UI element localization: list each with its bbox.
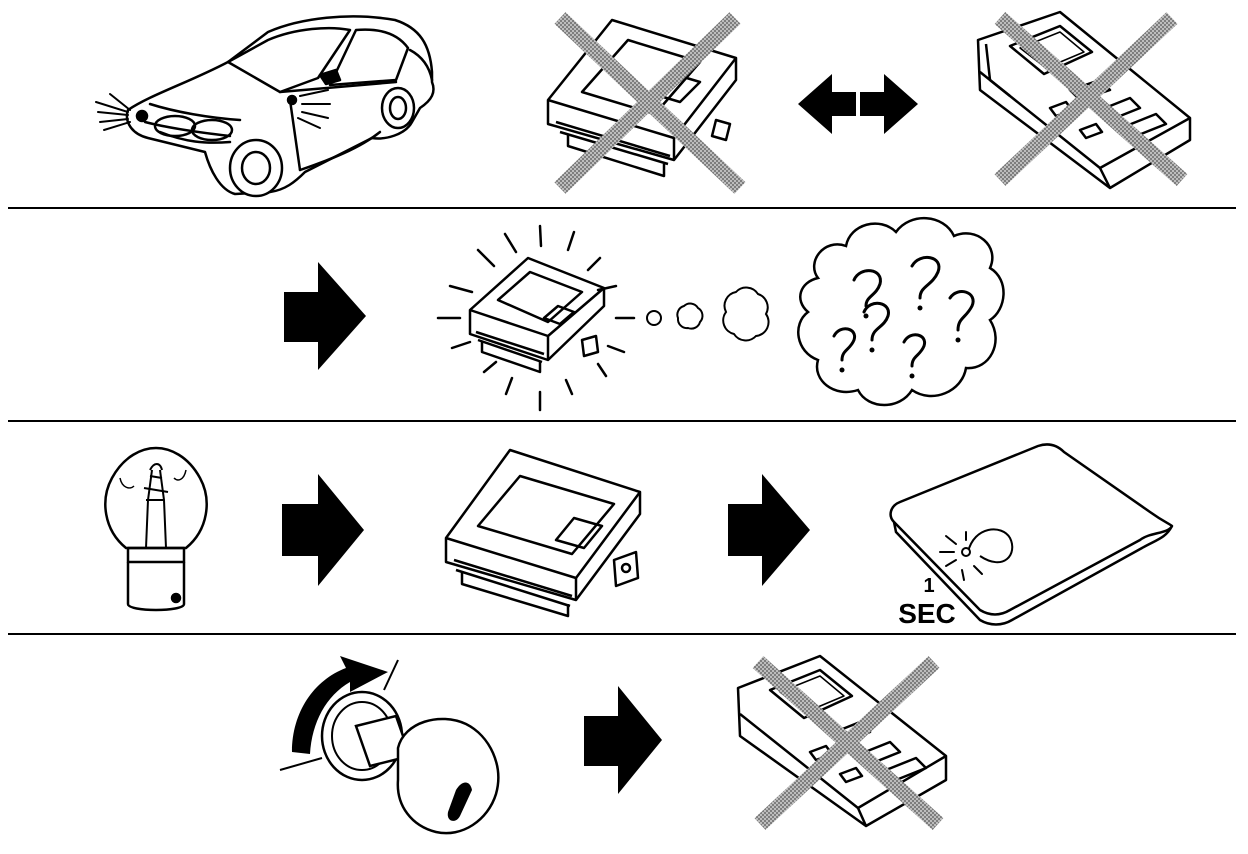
arrow-right-icon: [284, 262, 366, 370]
swap-arrows-icon: [798, 74, 918, 134]
control-unit-flashing-icon: [436, 224, 770, 412]
row-divider-3: [8, 633, 1236, 635]
thought-cloud-question-icon: [797, 217, 1005, 407]
timer-number: 1: [923, 575, 935, 597]
arrow-right-icon: [584, 686, 662, 794]
remote-handset-crossed-icon: [736, 654, 948, 830]
control-unit-crossed-icon: [546, 12, 746, 194]
row-divider-2: [8, 420, 1236, 422]
arrow-right-icon: [282, 474, 364, 586]
indicator-panel-icon: [889, 443, 1174, 626]
car-icon: [95, 15, 435, 198]
bulb-icon: [104, 446, 208, 612]
row-divider-1: [8, 207, 1236, 209]
control-unit-icon: [444, 448, 642, 618]
timer-unit: SEC: [898, 598, 956, 629]
ignition-key-turn-icon: [279, 656, 500, 835]
arrow-right-icon: [728, 474, 810, 586]
remote-handset-crossed-icon: [976, 10, 1192, 190]
